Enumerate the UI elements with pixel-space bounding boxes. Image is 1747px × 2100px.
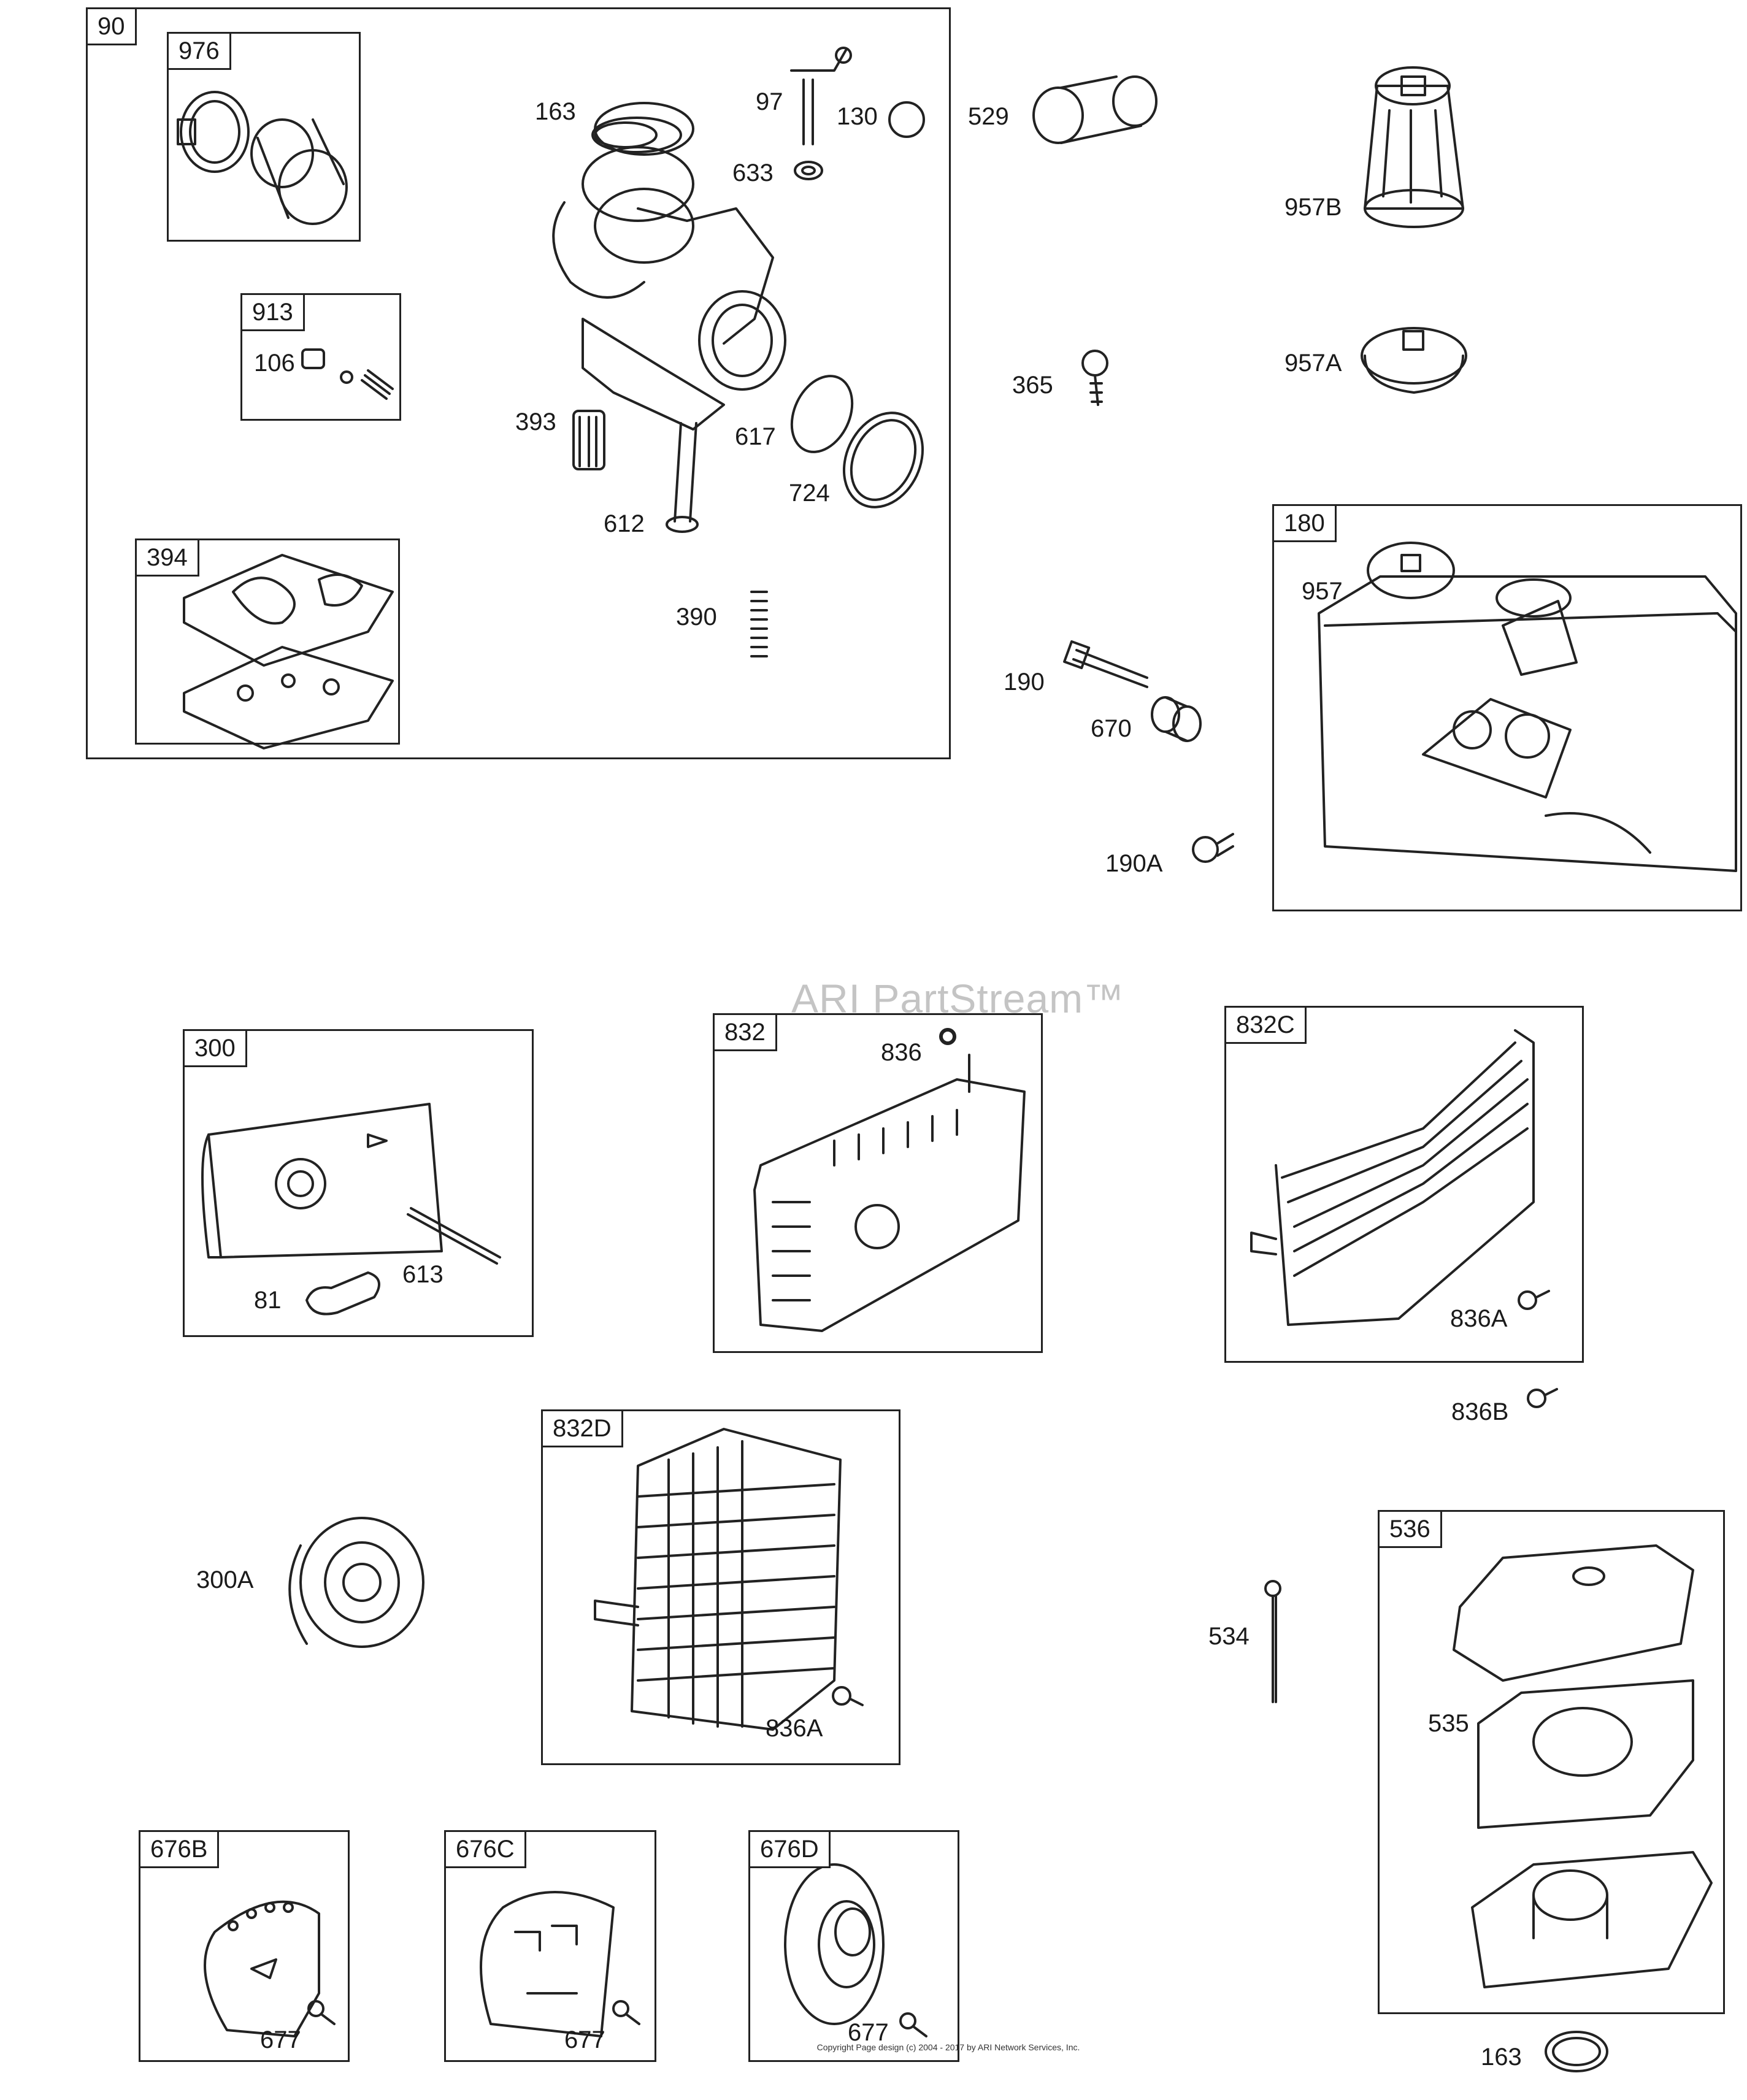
air-filter-ring-illustration [177, 91, 348, 225]
heat-shield-832-illustration [753, 1029, 1026, 1332]
spacer-670-illustration [1151, 696, 1202, 742]
part-label-534[interactable]: 534 [1208, 1623, 1250, 1650]
assembly-box-913: 913 [240, 293, 401, 421]
bolt-836a-2-illustration [832, 1686, 864, 1706]
part-label-300a[interactable]: 300A [196, 1566, 254, 1593]
disc-130-illustration [888, 101, 925, 138]
assembly-tag-976: 976 [169, 34, 231, 70]
washer-633-illustration [794, 161, 823, 180]
part-label-836a[interactable]: 836A [1450, 1305, 1508, 1332]
assembly-box-676b: 676B [139, 1830, 350, 2062]
carburetor-gasket-illustration [183, 554, 394, 749]
part-label-957b[interactable]: 957B [1284, 194, 1342, 221]
needle-spring-illustration [301, 348, 394, 400]
part-label-529[interactable]: 529 [968, 103, 1009, 130]
muffler-300a-illustration [288, 1517, 424, 1648]
part-label-163[interactable]: 163 [535, 98, 576, 125]
bolt-190-illustration [1063, 640, 1148, 688]
assembly-box-394: 394 [135, 538, 400, 745]
assembly-box-676d: 676D [748, 1830, 959, 2062]
part-label-190[interactable]: 190 [1004, 669, 1045, 696]
part-label-836a-2[interactable]: 836A [766, 1715, 823, 1742]
assembly-box-676c: 676C [444, 1830, 656, 2062]
jet-393-illustration [572, 410, 605, 470]
elbow-529-illustration [1032, 75, 1158, 144]
assembly-box-180: 180 [1272, 504, 1742, 911]
part-label-365[interactable]: 365 [1012, 372, 1053, 399]
muffler-300-illustration [201, 1103, 501, 1316]
assembly-box-90: 90 [86, 7, 951, 759]
part-label-613[interactable]: 613 [402, 1261, 443, 1288]
part-label-836[interactable]: 836 [881, 1039, 922, 1066]
assembly-tag-300: 300 [185, 1031, 247, 1067]
assembly-tag-676d: 676D [750, 1832, 831, 1868]
part-label-390[interactable]: 390 [676, 604, 717, 630]
bolt-677-b-illustration [612, 2000, 640, 2025]
assembly-tag-832c: 832C [1226, 1008, 1307, 1044]
part-label-633[interactable]: 633 [732, 159, 774, 186]
part-label-677-a[interactable]: 677 [260, 2026, 301, 2053]
part-label-612[interactable]: 612 [604, 510, 645, 537]
part-label-617[interactable]: 617 [735, 423, 776, 450]
assembly-tag-832d: 832D [543, 1411, 623, 1447]
fuel-cap-957b-illustration [1364, 66, 1464, 228]
heat-shield-832c-illustration [1250, 1029, 1535, 1326]
part-label-724[interactable]: 724 [789, 480, 830, 507]
deflector-676c-illustration [480, 1891, 615, 2037]
part-label-163-b[interactable]: 163 [1481, 2044, 1522, 2071]
oring-724-illustration [842, 412, 924, 508]
part-label-106[interactable]: 106 [254, 350, 295, 377]
assembly-tag-90: 90 [88, 9, 137, 45]
assembly-tag-536: 536 [1380, 1512, 1442, 1548]
assembly-tag-676b: 676B [140, 1832, 220, 1868]
assembly-tag-832: 832 [715, 1015, 777, 1051]
bolt-836-illustration [939, 1028, 956, 1045]
part-label-957[interactable]: 957 [1302, 578, 1343, 605]
gasket-163-illustration [591, 117, 682, 153]
gasket-163-b-illustration [1545, 2031, 1608, 2072]
assembly-tag-180: 180 [1274, 506, 1337, 542]
part-label-190a[interactable]: 190A [1105, 850, 1163, 877]
bolt-190a-illustration [1192, 833, 1234, 863]
screw-365-illustration [1081, 350, 1108, 406]
shaft-97-illustration [790, 47, 852, 145]
gasket-617-illustration [790, 375, 854, 453]
part-label-836b[interactable]: 836B [1451, 1398, 1509, 1425]
air-cleaner-cover-illustration [1453, 1544, 1694, 1682]
bolt-836b-illustration [1527, 1388, 1558, 1408]
bolt-534-illustration [1264, 1580, 1281, 1703]
bolt-836a-illustration [1518, 1290, 1550, 1310]
part-label-957a[interactable]: 957A [1284, 350, 1342, 377]
deflector-676d-illustration [784, 1863, 885, 2025]
part-label-677-c[interactable]: 677 [848, 2019, 889, 2046]
deflector-676b-illustration [204, 1900, 320, 2037]
part-label-535[interactable]: 535 [1428, 1710, 1469, 1737]
part-label-81[interactable]: 81 [254, 1287, 282, 1314]
fuel-tank-illustration [1318, 542, 1737, 872]
part-label-677-b[interactable]: 677 [564, 2026, 605, 2053]
assembly-box-832: 832 [713, 1013, 1043, 1353]
part-label-393[interactable]: 393 [515, 408, 556, 435]
part-label-130[interactable]: 130 [837, 103, 878, 130]
carburetor-body-illustration [552, 102, 786, 533]
part-label-97[interactable]: 97 [756, 88, 783, 115]
assembly-tag-394: 394 [137, 540, 199, 577]
bolt-677-c-illustration [899, 2012, 927, 2037]
assembly-box-300: 300 [183, 1029, 534, 1337]
assembly-box-832c: 832C [1224, 1006, 1584, 1363]
assembly-box-832d: 832D [541, 1409, 900, 1765]
assembly-tag-913: 913 [242, 295, 305, 331]
part-label-670[interactable]: 670 [1091, 715, 1132, 742]
assembly-box-976: 976 [167, 32, 361, 242]
assembly-box-536: 536 [1378, 1510, 1725, 2014]
heat-shield-832d-illustration [594, 1428, 842, 1731]
fuel-cap-957a-illustration [1361, 327, 1467, 394]
spring-390-illustration [750, 591, 768, 657]
air-cleaner-base-illustration [1471, 1851, 1713, 1988]
copyright-notice: Copyright Page design (c) 2004 - 2017 by… [816, 2042, 1080, 2052]
air-filter-535-illustration [1477, 1679, 1694, 1829]
assembly-tag-676c: 676C [446, 1832, 526, 1868]
bolt-677-a-illustration [307, 2000, 336, 2025]
